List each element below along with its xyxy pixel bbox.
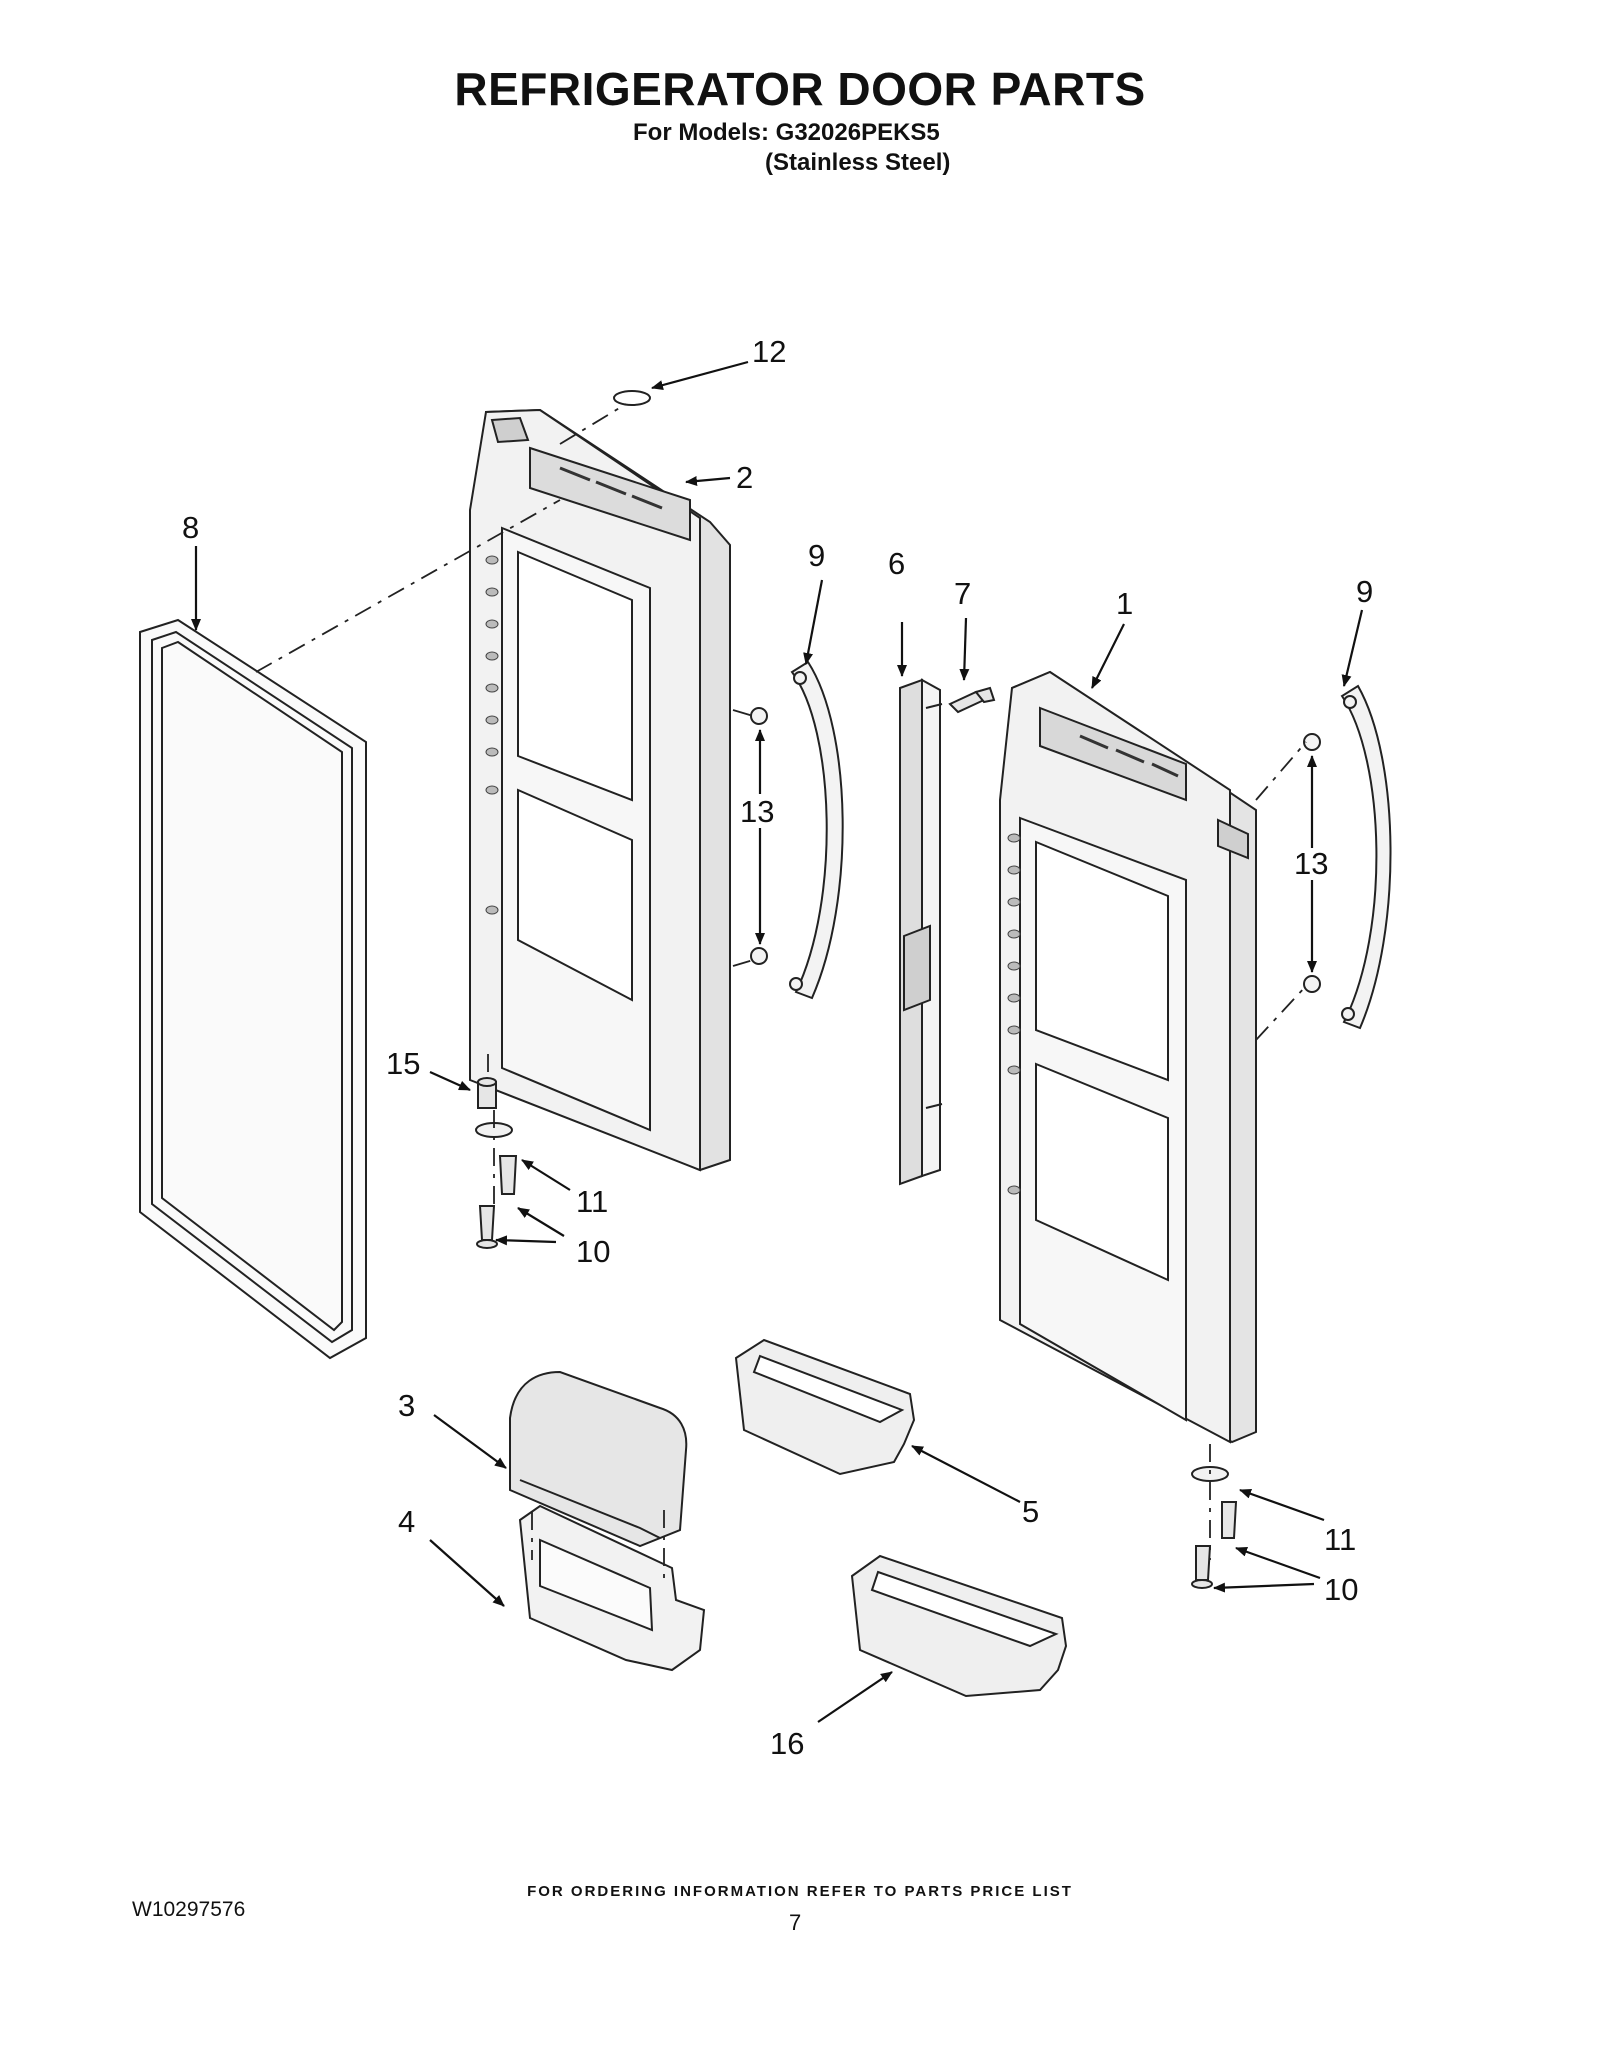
door-bin-upper-part <box>734 1338 916 1476</box>
center-mullion-part <box>899 678 943 1186</box>
left-handle-part <box>750 660 844 1000</box>
callout-2: 2 <box>736 460 753 495</box>
ordering-note: FOR ORDERING INFORMATION REFER TO PARTS … <box>527 1883 1073 1900</box>
mullion-screw-part <box>948 686 996 714</box>
dairy-bin-cover-part <box>509 1370 688 1548</box>
hinge-seal-part <box>613 390 651 406</box>
callout-12: 12 <box>752 334 786 369</box>
door-gasket-part <box>139 618 367 1360</box>
right-handle-part <box>1303 684 1392 1030</box>
left-hinge-hardware <box>475 1077 518 1249</box>
callout-3: 3 <box>398 1388 415 1423</box>
finish-line: (Stainless Steel) <box>765 149 951 176</box>
page-number: 7 <box>789 1910 802 1935</box>
callout-9-left: 9 <box>808 538 825 573</box>
page-title: REFRIGERATOR DOOR PARTS <box>454 63 1146 115</box>
model-info: For Models: G32026PEKS5 (Stainless Steel… <box>633 118 950 178</box>
dairy-bin-part <box>518 1504 706 1672</box>
callout-8: 8 <box>182 510 199 545</box>
callout-13-right: 13 <box>1294 846 1328 881</box>
callout-4: 4 <box>398 1504 415 1539</box>
callout-11-right: 11 <box>1324 1522 1356 1557</box>
door-bin-lower-part <box>850 1554 1068 1698</box>
callout-labels: 1 2 3 4 5 6 7 8 9 9 10 10 11 11 12 13 13… <box>182 334 1373 1761</box>
callout-6: 6 <box>888 546 905 581</box>
callout-13-left: 13 <box>740 794 774 829</box>
callout-1: 1 <box>1116 586 1133 621</box>
callout-10-right: 10 <box>1324 1572 1358 1607</box>
left-door-part <box>469 408 731 1172</box>
document-id: W10297576 <box>132 1898 246 1921</box>
callout-15: 15 <box>386 1046 420 1081</box>
callout-16: 16 <box>770 1726 804 1761</box>
callout-5: 5 <box>1022 1494 1039 1529</box>
callout-9-right: 9 <box>1356 574 1373 609</box>
assembly-guides <box>255 403 1307 1580</box>
right-door-part <box>999 670 1257 1444</box>
models-line: For Models: G32026PEKS5 <box>633 119 940 146</box>
right-hinge-hardware <box>1191 1466 1238 1589</box>
callout-11-left: 11 <box>576 1184 608 1219</box>
leader-lines <box>191 360 1364 1723</box>
callout-10-left: 10 <box>576 1234 610 1269</box>
callout-7: 7 <box>954 576 971 611</box>
